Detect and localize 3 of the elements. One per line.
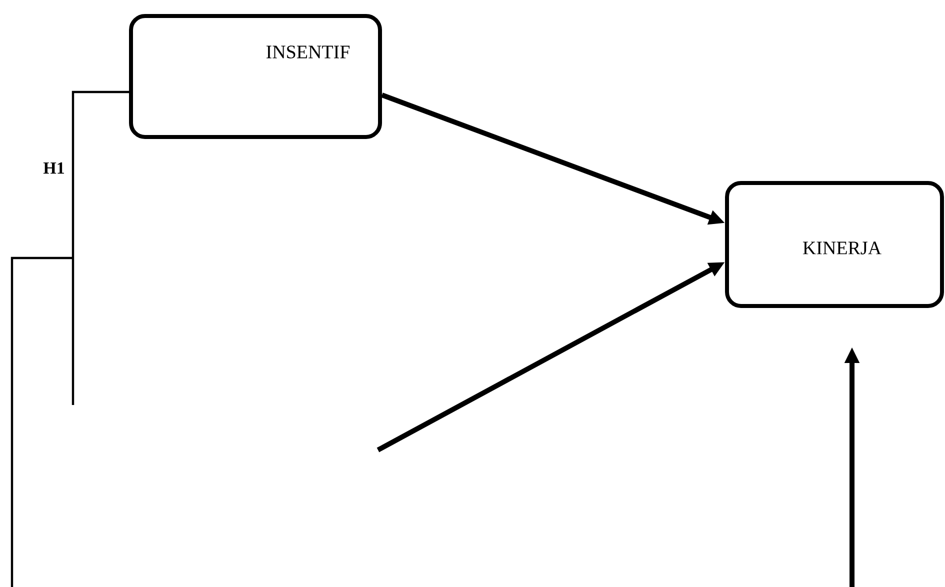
process-box: INSENTIF [129,14,382,139]
hypothesis-label: H1 [43,162,64,174]
process-box: KINERJA [725,181,944,308]
